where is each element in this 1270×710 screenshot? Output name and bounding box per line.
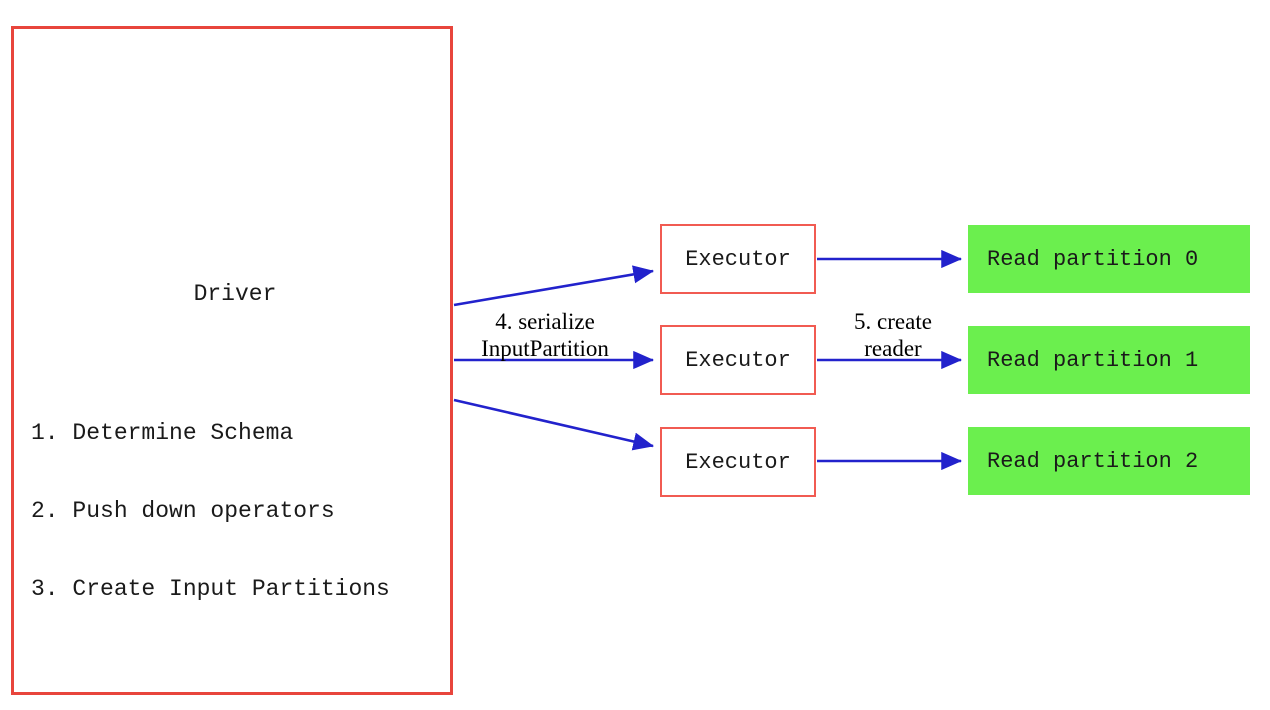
driver-title: Driver: [193, 281, 277, 307]
driver-steps-list: 1. Determine Schema 2. Push down operato…: [31, 368, 390, 654]
read-partition-box-0: Read partition 0: [968, 225, 1250, 293]
edge-label-serialize: 4. serialize InputPartition: [455, 308, 635, 362]
executor-box-2: Executor: [660, 427, 816, 497]
driver-box: Driver 1. Determine Schema 2. Push down …: [11, 26, 453, 695]
driver-step-3: 3. Create Input Partitions: [31, 576, 390, 602]
driver-step-1: 1. Determine Schema: [31, 420, 294, 446]
edge-label-serialize-line1: 4. serialize: [495, 309, 595, 334]
executor-box-0: Executor: [660, 224, 816, 294]
executor-box-1: Executor: [660, 325, 816, 395]
read-partition-box-2: Read partition 2: [968, 427, 1250, 495]
edge-label-create-reader-line1: 5. create: [854, 309, 932, 334]
arrow-driver-to-executor-2: [453, 398, 655, 451]
driver-step-2: 2. Push down operators: [31, 498, 335, 524]
edge-label-create-reader-line2: reader: [864, 336, 922, 361]
edge-label-create-reader: 5. create reader: [822, 308, 964, 362]
read-partition-box-1: Read partition 1: [968, 326, 1250, 394]
edge-label-serialize-line2: InputPartition: [481, 336, 609, 361]
arrow-driver-to-executor-0: [453, 265, 655, 307]
